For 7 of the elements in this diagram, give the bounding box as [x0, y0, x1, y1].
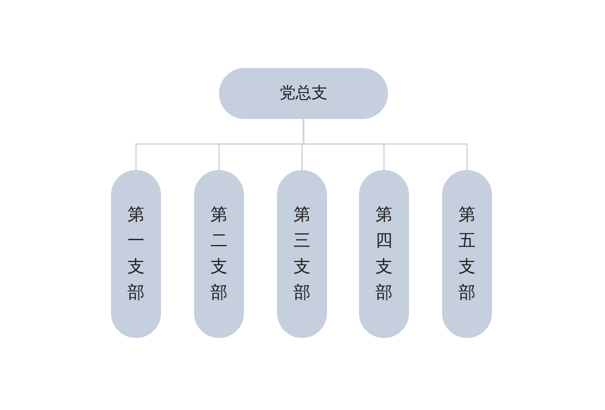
connector-line [302, 119, 468, 170]
branch-box: 第四支部 [359, 170, 409, 338]
branch-box: 第三支部 [277, 170, 327, 338]
branch-box: 第二支部 [194, 170, 244, 338]
root-box: 党总支 [219, 68, 388, 119]
branch-box: 第一支部 [111, 170, 161, 338]
branch-box: 第五支部 [442, 170, 492, 338]
